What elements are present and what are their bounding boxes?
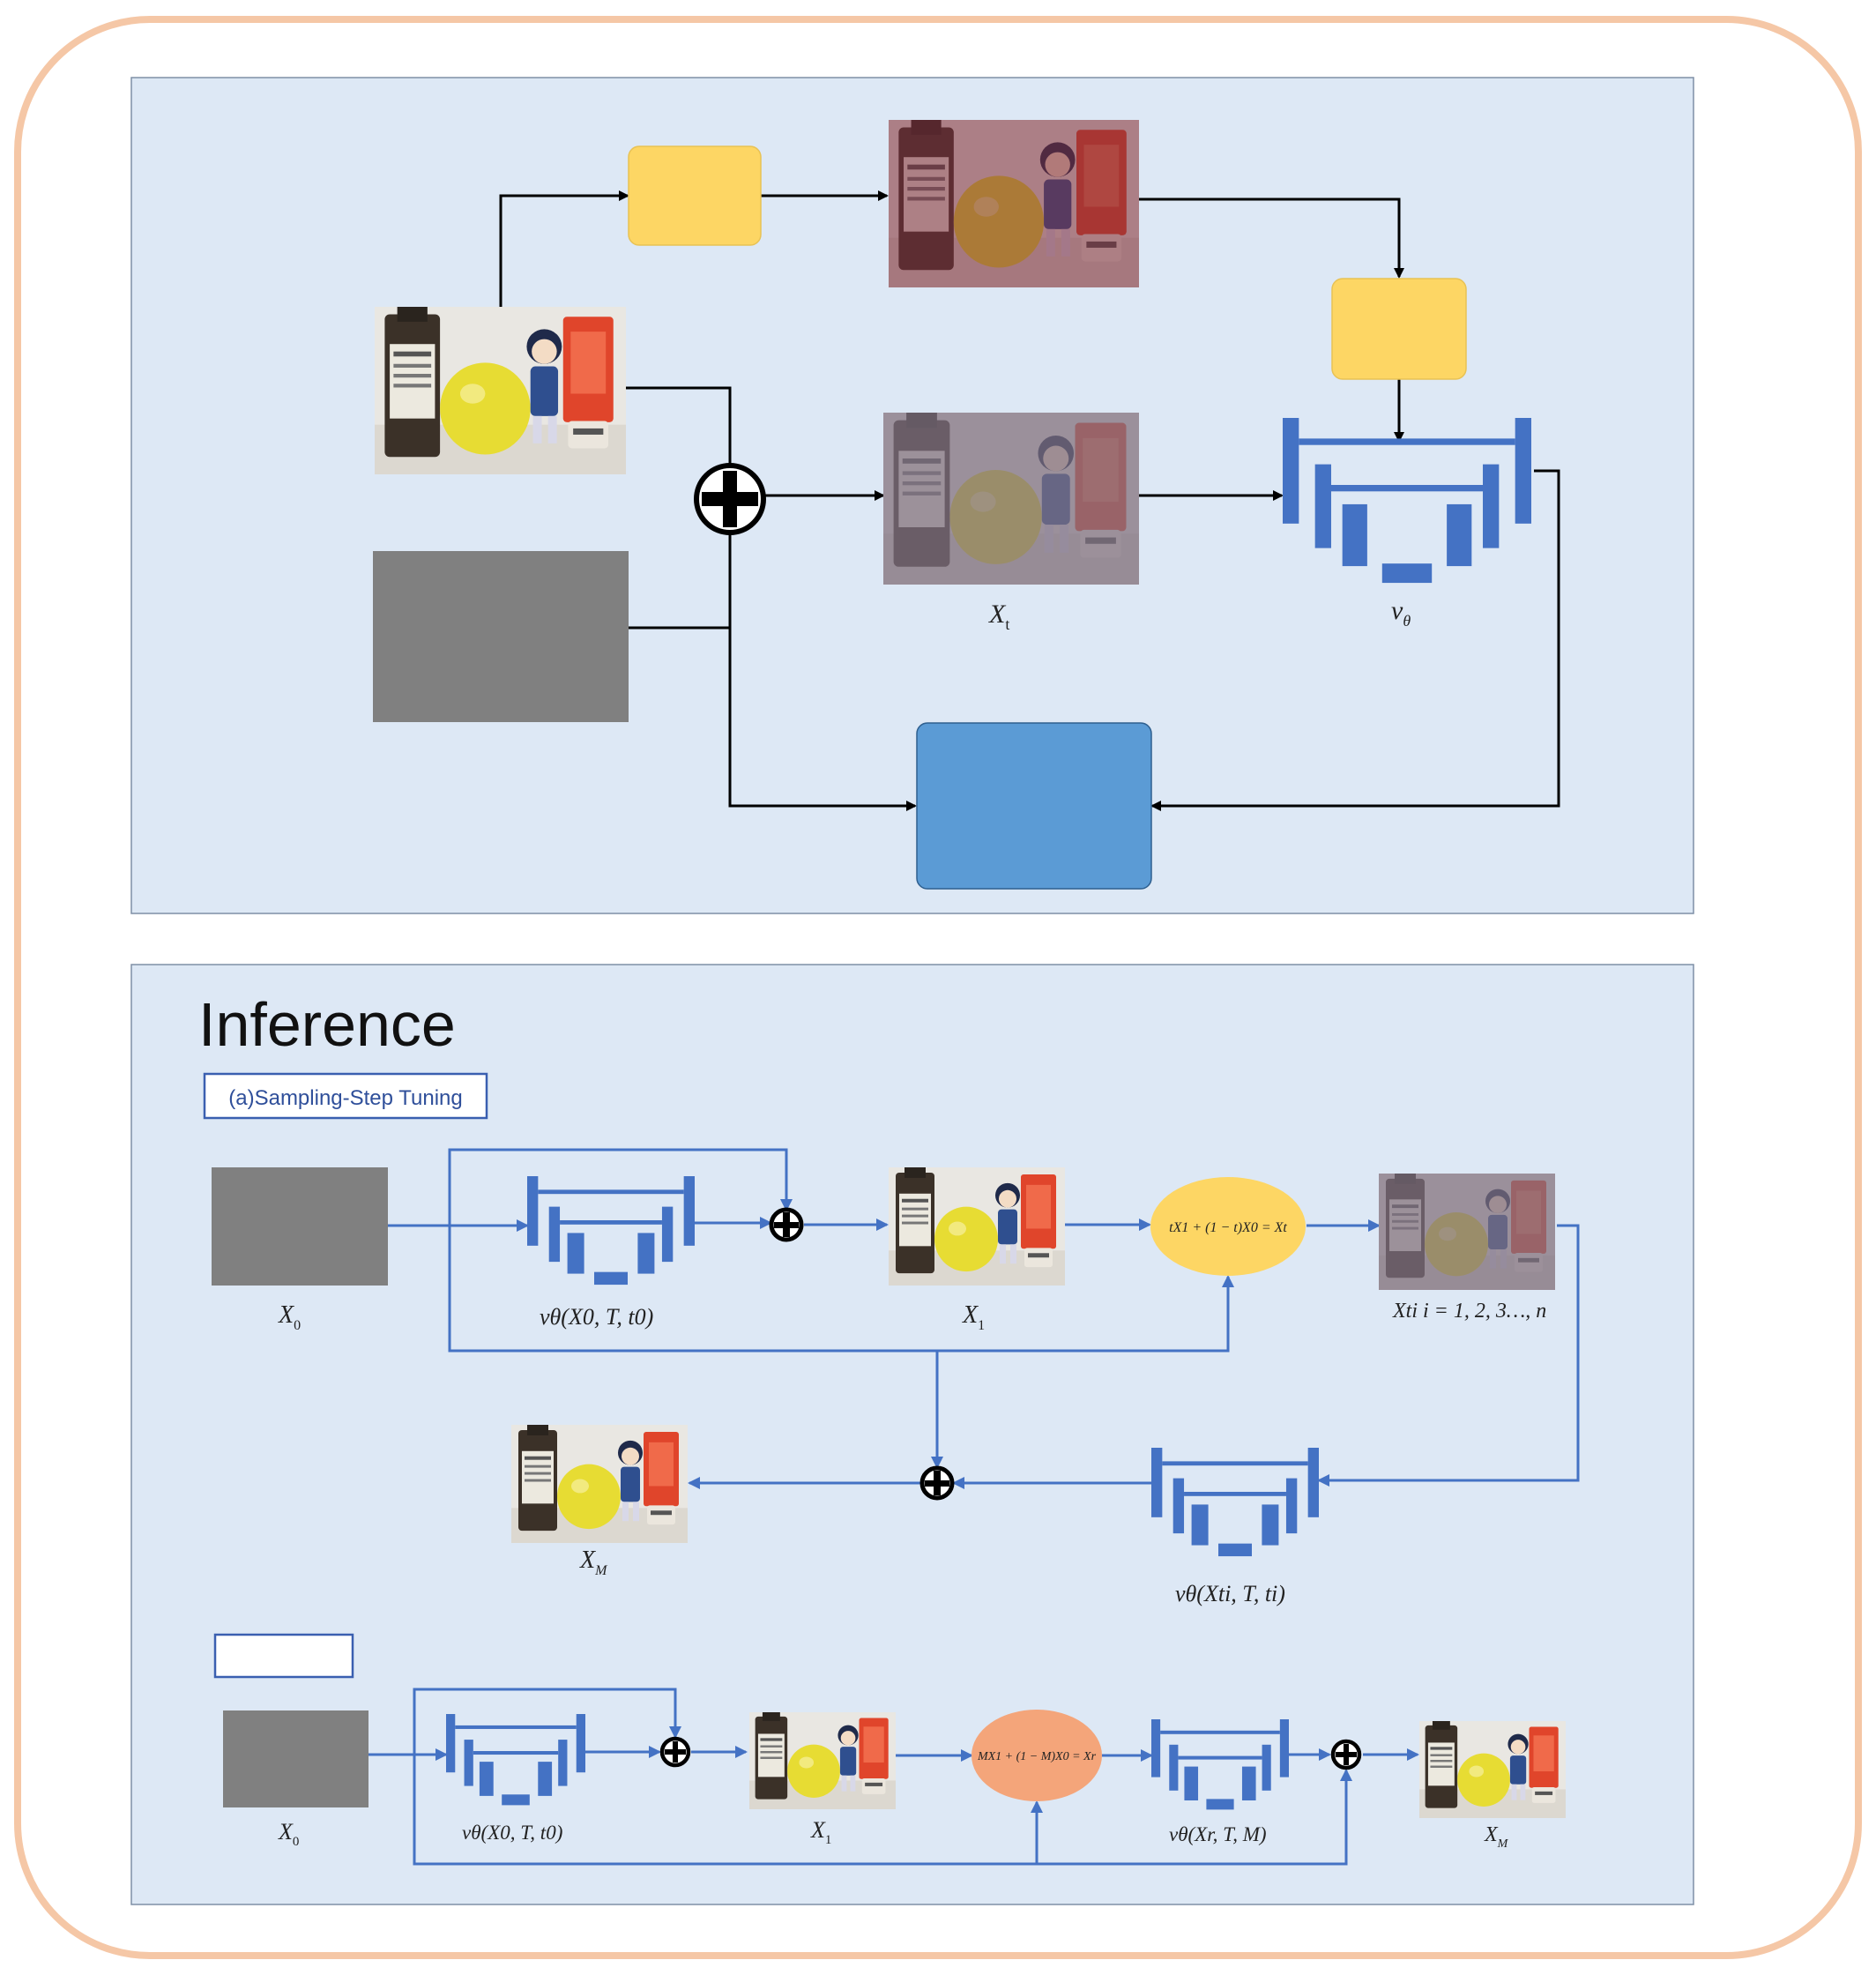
tag-sampling-step-tuning-text: (a)Sampling-Step Tuning — [228, 1086, 462, 1110]
arrow-a-xti-to-unet2 — [1317, 1224, 1580, 1487]
row-a-xti-image — [1379, 1174, 1555, 1290]
line-clean-to-sum — [626, 386, 732, 466]
training-clean-image — [375, 307, 626, 474]
row-a-v-call-2: vθ(Xti, T, ti) — [1175, 1581, 1285, 1606]
row-a-x1-image — [889, 1167, 1065, 1286]
row-b-connectors — [368, 1688, 1419, 1866]
row-b-x0-noise-image — [223, 1710, 368, 1807]
row-a-label-x0: X0 — [278, 1301, 301, 1333]
row-b-mask-formula: MX1 + (1 − M)X0 = Xr — [977, 1750, 1097, 1763]
yellow-module-right — [1331, 278, 1467, 380]
arrow-unet-to-loss — [1150, 469, 1560, 811]
row-a-v-call-1: vθ(X0, T, t0) — [540, 1304, 653, 1330]
arrow-b-x0-to-mask — [413, 1755, 1043, 1866]
arrow-b-skip-to-sum2 — [1037, 1769, 1352, 1866]
label-xt: Xt — [988, 600, 1009, 633]
label-v-theta: vθ — [1391, 596, 1411, 630]
row-b-label-x1: X1 — [810, 1817, 831, 1847]
row-b-x1-image — [749, 1712, 896, 1809]
row-b-v-call-2: vθ(Xr, T, M) — [1169, 1823, 1267, 1845]
inference-title: Inference — [198, 990, 456, 1059]
row-a-x0-noise-image — [212, 1167, 388, 1286]
row-a-sum-icon-1 — [769, 1207, 804, 1242]
loss-module-box — [916, 722, 1152, 890]
row-a-connectors — [388, 1148, 1580, 1489]
training-degraded-image — [889, 120, 1139, 287]
training-xt-image — [883, 413, 1139, 585]
arrow-b-skip-to-sum — [413, 1688, 681, 1755]
row-b-mask-ellipse — [972, 1710, 1102, 1801]
arrow-dark-to-yellow-right — [1139, 198, 1404, 279]
tag-sampling-step-tuning — [203, 1072, 488, 1120]
row-a-label-xm: XM — [579, 1546, 608, 1578]
arrow-a-x0-to-interp — [448, 1226, 1234, 1353]
training-noise-image — [373, 551, 629, 722]
row-b-label-xm: XM — [1484, 1823, 1509, 1851]
training-connectors — [499, 190, 1560, 811]
row-a-sum-icon-2 — [919, 1465, 955, 1501]
row-a-label-x1: X1 — [962, 1301, 985, 1333]
row-a-interp-formula: tX1 + (1 − t)X0 = Xt — [1169, 1220, 1287, 1235]
training-sum-icon — [694, 463, 766, 535]
row-a-xm-image — [511, 1425, 688, 1543]
arrow-clean-to-yellow-top — [499, 190, 629, 307]
row-b-xm-image — [1419, 1721, 1566, 1818]
tag-row-b — [213, 1633, 354, 1679]
row-b-sum-icon-1 — [659, 1736, 691, 1768]
arrow-sum-to-loss — [728, 529, 917, 811]
row-b-v-call-1: vθ(X0, T, t0) — [462, 1822, 562, 1844]
row-a-xti-label: Xti i = 1, 2, 3…, n — [1392, 1300, 1546, 1323]
row-b-label-x0: X0 — [278, 1819, 299, 1849]
row-a-interp-ellipse — [1150, 1177, 1306, 1276]
row-b-sum-icon-2 — [1330, 1739, 1362, 1770]
yellow-module-top — [628, 145, 762, 246]
arrow-a-skip-to-sum — [448, 1148, 793, 1226]
